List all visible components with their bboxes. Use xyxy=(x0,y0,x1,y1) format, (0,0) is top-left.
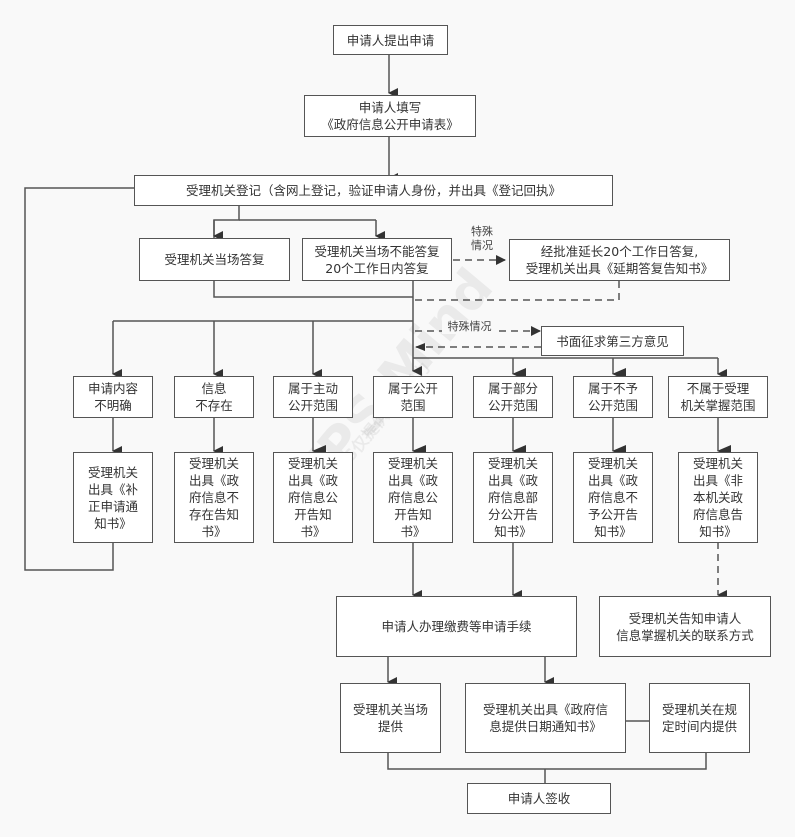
edge-extend-trunk xyxy=(413,281,620,301)
edge-label-special-case: 特殊 情况 xyxy=(471,225,493,252)
node-apply[interactable]: 申请人提出申请 xyxy=(333,25,448,55)
node-register[interactable]: 受理机关登记（含网上登记，验证申请人身份，并出具《登记回执》 xyxy=(134,175,613,206)
node-not-public[interactable]: 属于不予 公开范围 xyxy=(573,376,653,418)
node-public[interactable]: 属于公开 范围 xyxy=(373,376,453,418)
node-partial-public[interactable]: 属于部分 公开范围 xyxy=(473,376,553,418)
node-provide-onsite[interactable]: 受理机关当场 提供 xyxy=(340,683,441,753)
node-notice-public[interactable]: 受理机关 出具《政 府信息公 开告知 书》 xyxy=(373,452,453,543)
edge-provide-sign xyxy=(387,752,707,770)
node-provide-in-time[interactable]: 受理机关在规 定时间内提供 xyxy=(649,683,750,753)
node-reply-onsite[interactable]: 受理机关当场答复 xyxy=(139,238,290,281)
node-active-public[interactable]: 属于主动 公开范围 xyxy=(273,376,353,418)
edge-label-special-case-2: 特殊情况 xyxy=(442,320,497,334)
node-notice-active[interactable]: 受理机关 出具《政 府信息公 开告知 书》 xyxy=(273,452,353,543)
node-unclear[interactable]: 申请内容 不明确 xyxy=(73,376,153,418)
node-notice-partial[interactable]: 受理机关 出具《政 府信息部 分公开告 知书》 xyxy=(473,452,553,543)
node-fill-form[interactable]: 申请人填写 《政府信息公开申请表》 xyxy=(304,95,476,137)
edge-onsite-trunk xyxy=(213,281,413,298)
node-not-in-scope[interactable]: 不属于受理 机关掌握范围 xyxy=(668,376,768,418)
node-notice-correction[interactable]: 受理机关 出具《补 正申请通 知书》 xyxy=(73,452,153,543)
node-pay-fees[interactable]: 申请人办理缴费等申请手续 xyxy=(336,596,577,657)
node-provide-date-notice[interactable]: 受理机关出具《政府信 息提供日期通知书》 xyxy=(465,683,626,753)
node-reply-20days[interactable]: 受理机关当场不能答复 20个工作日内答复 xyxy=(302,238,452,281)
node-extend[interactable]: 经批准延长20个工作日答复, 受理机关出具《延期答复告知书》 xyxy=(509,239,730,281)
node-notice-not-public[interactable]: 受理机关 出具《政 府信息不 予公开告 知书》 xyxy=(573,452,653,543)
edge-correction-loop xyxy=(24,187,163,571)
edge-register-split xyxy=(213,205,240,238)
node-notice-not-agency[interactable]: 受理机关 出具《非 本机关政 府信息告 知书》 xyxy=(678,452,758,543)
node-inform-contact[interactable]: 受理机关告知申请人 信息掌握机关的联系方式 xyxy=(599,596,771,657)
node-notice-not-exist[interactable]: 受理机关 出具《政 府信息不 存在告知 书》 xyxy=(174,452,254,543)
node-not-exist[interactable]: 信息 不存在 xyxy=(174,376,254,418)
node-sign[interactable]: 申请人签收 xyxy=(467,783,611,814)
node-third-party[interactable]: 书面征求第三方意见 xyxy=(541,326,684,356)
